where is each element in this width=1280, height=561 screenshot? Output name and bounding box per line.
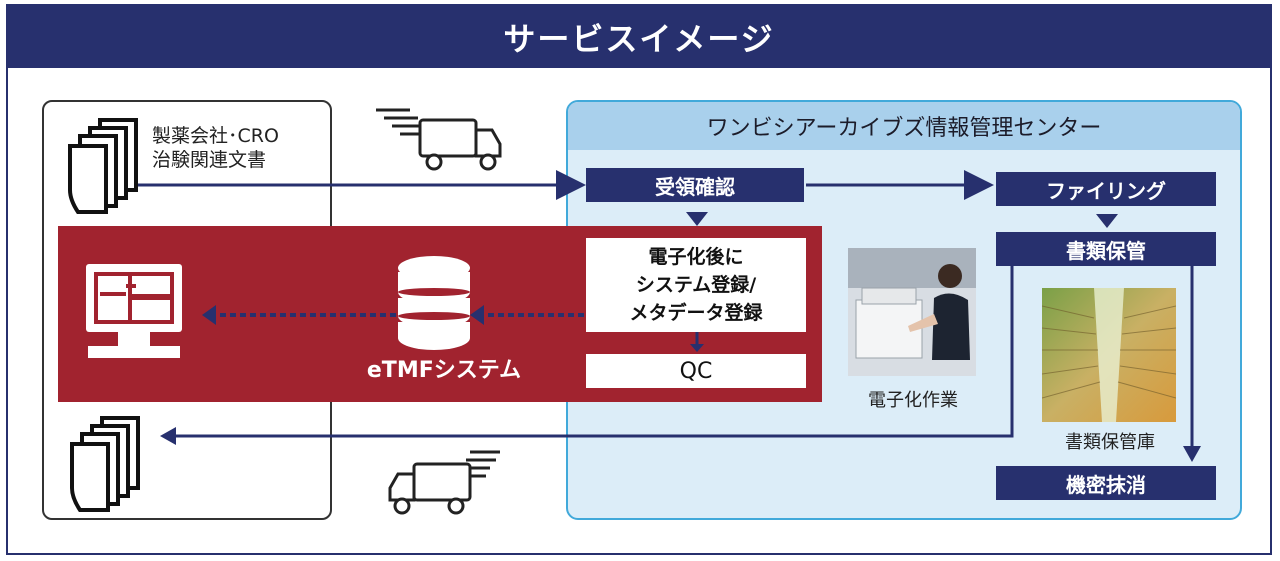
page-title: サービスイメージ bbox=[8, 6, 1270, 68]
outer-frame bbox=[6, 4, 1272, 555]
warehouse-photo bbox=[1042, 288, 1176, 422]
database-icon bbox=[398, 256, 470, 350]
receipt-down-triangle bbox=[686, 212, 708, 226]
scanning-work-photo bbox=[848, 248, 976, 376]
monitor-arrowhead bbox=[202, 305, 216, 325]
confidential-destruction-label: 機密抹消 bbox=[996, 466, 1216, 500]
returned-documents-icon bbox=[70, 416, 140, 512]
digitize-line-2: システム登録/ bbox=[635, 274, 757, 296]
info-center-title-band bbox=[568, 102, 1240, 150]
qc-box: QC bbox=[586, 354, 806, 388]
digitize-line-1: 電子化後に bbox=[648, 246, 744, 268]
document-storage-label: 書類保管 bbox=[996, 232, 1216, 266]
digitize-line-3: メタデータ登録 bbox=[629, 302, 763, 324]
scan-work-caption: 電子化作業 bbox=[868, 390, 958, 411]
delivery-truck-icon bbox=[376, 108, 502, 171]
warehouse-caption: 書類保管庫 bbox=[1065, 432, 1155, 453]
filing-down-triangle bbox=[1096, 214, 1118, 228]
documents-icon bbox=[68, 118, 138, 214]
info-center-title: ワンビシアーカイブズ情報管理センター bbox=[706, 116, 1102, 141]
client-line-1: 製薬会社･CRO bbox=[152, 125, 279, 147]
etmf-system-label: eTMFシステム bbox=[366, 358, 522, 383]
client-line-2: 治験関連文書 bbox=[152, 149, 267, 171]
digitization-registration-box: 電子化後に システム登録/ メタデータ登録 bbox=[586, 238, 806, 332]
return-arrowhead bbox=[160, 427, 176, 445]
destruction-arrowhead bbox=[1183, 446, 1201, 462]
return-truck-icon bbox=[388, 450, 500, 515]
monitor-icon bbox=[86, 264, 182, 358]
client-label: 製薬会社･CRO 治験関連文書 bbox=[152, 124, 279, 172]
qc-down-arrowhead bbox=[690, 344, 704, 352]
filing-label: ファイリング bbox=[996, 172, 1216, 206]
return-arrow bbox=[172, 266, 1014, 438]
receipt-check-label: 受領確認 bbox=[586, 168, 804, 202]
registration-arrowhead bbox=[470, 305, 484, 325]
